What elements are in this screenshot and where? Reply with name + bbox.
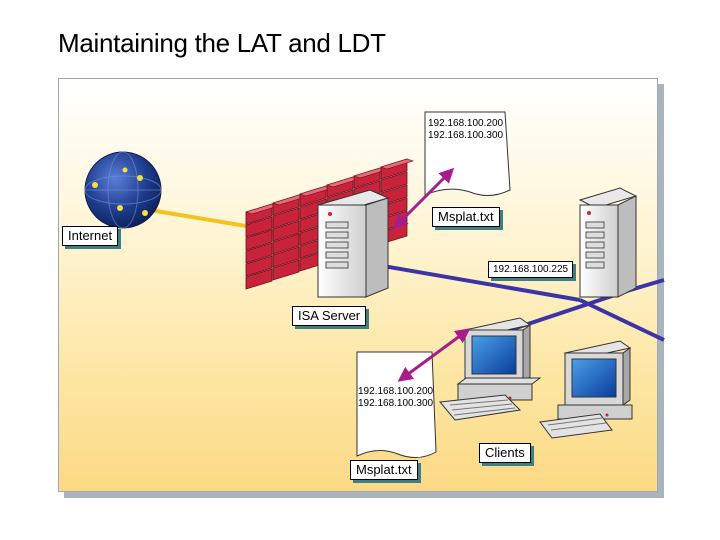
- isa-server-tower: [316, 189, 390, 298]
- clients-label: Clients: [479, 443, 531, 463]
- client-doc-line-1: 192.168.100.200: [358, 386, 434, 397]
- network-link-server: [359, 260, 581, 302]
- internet-label: Internet: [62, 226, 119, 246]
- client-computer-2: [539, 340, 633, 439]
- server-arrow: [392, 167, 455, 230]
- server-ip-label: 192.168.100.225: [488, 261, 574, 278]
- client-arrow: [397, 328, 471, 382]
- client-msplat-label: Msplat.txt: [350, 460, 418, 480]
- isa-server-label: ISA Server: [292, 306, 367, 326]
- slide-title: Maintaining the LAT and LDT: [58, 28, 386, 58]
- server-doc-line-2: 192.168.100.300: [428, 130, 504, 141]
- client-computer-1: [439, 317, 542, 421]
- server-msplat-label: Msplat.txt: [432, 207, 500, 227]
- internet-globe: [84, 151, 162, 229]
- network-link-client-branch: [579, 298, 665, 342]
- server-doc-line-1: 192.168.100.200: [428, 118, 504, 129]
- lan-server-tower: [578, 187, 638, 298]
- client-doc-line-2: 192.168.100.300: [358, 398, 434, 409]
